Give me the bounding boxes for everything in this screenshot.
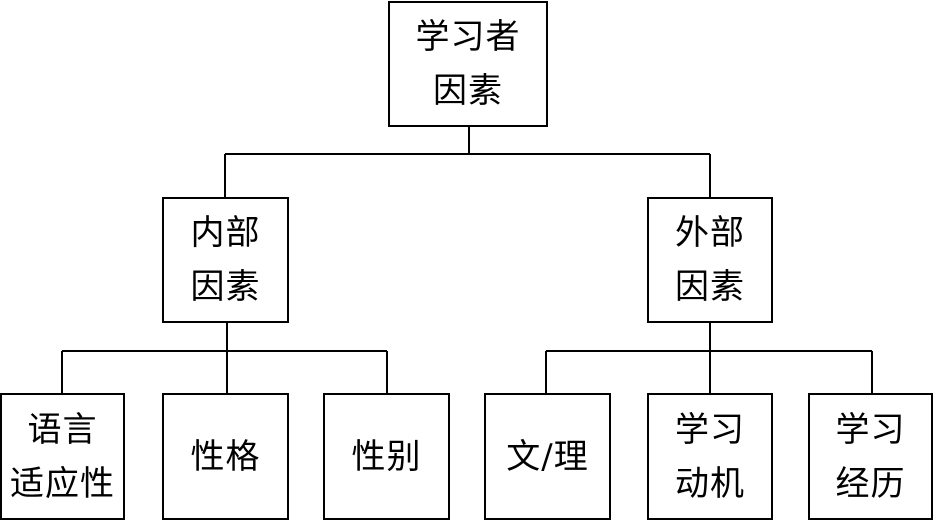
arts-science-node: 文/理 xyxy=(484,393,611,520)
learning-motivation-node: 学习 动机 xyxy=(647,393,773,520)
external-factors-node: 外部 因素 xyxy=(647,197,773,323)
internal-factors-node: 内部 因素 xyxy=(162,197,289,323)
gender-label: 性别 xyxy=(351,436,422,477)
internal-label-line-2: 因素 xyxy=(190,267,261,307)
motivation-label-line-1: 学习 xyxy=(675,409,745,450)
experience-label-line-2: 经历 xyxy=(835,463,906,504)
language-adaptability-node: 语言 适应性 xyxy=(0,393,125,520)
arts-science-label: 文/理 xyxy=(506,436,589,477)
personality-node: 性格 xyxy=(162,393,289,520)
internal-label-line-1: 内部 xyxy=(190,213,261,253)
external-label-line-2: 因素 xyxy=(675,267,745,307)
language-label-line-2: 适应性 xyxy=(10,463,115,504)
root-label-line-2: 因素 xyxy=(433,71,503,111)
language-label-line-1: 语言 xyxy=(27,409,98,450)
personality-label: 性格 xyxy=(190,436,261,477)
root-label-line-1: 学习者 xyxy=(415,17,521,57)
learning-experience-node: 学习 经历 xyxy=(808,393,933,520)
gender-node: 性别 xyxy=(323,393,450,520)
motivation-label-line-2: 动机 xyxy=(675,463,745,504)
root-node: 学习者 因素 xyxy=(388,1,548,127)
experience-label-line-1: 学习 xyxy=(835,409,906,450)
external-label-line-1: 外部 xyxy=(675,213,745,253)
